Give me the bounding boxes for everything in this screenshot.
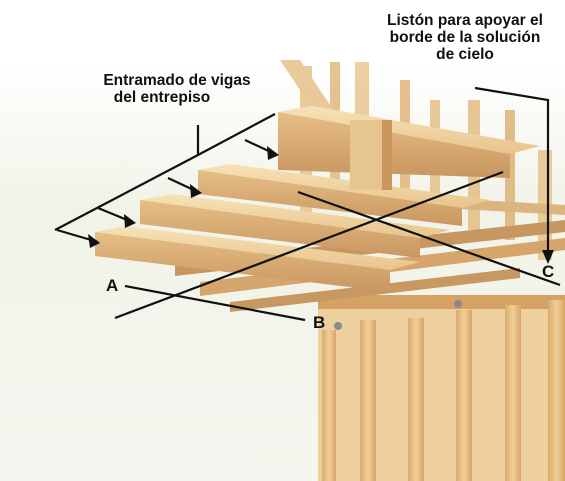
strip-label-line-1: Listón para apoyar el [387, 12, 543, 29]
strip-label-line-2: borde de la solución [389, 29, 541, 46]
arrowheads [88, 146, 554, 264]
lower-wall-framing [318, 295, 565, 481]
diagonal-long-line [114, 170, 504, 320]
joists-label: Entramado de vigas del entrepiso [62, 72, 292, 106]
arrow-joist-4 [267, 146, 279, 160]
strip-leader-line [474, 86, 550, 258]
arrow-joist-1 [88, 234, 100, 248]
joists-label-line-1: Entramado de vigas [103, 72, 251, 89]
floor-joists [95, 106, 540, 292]
arrow-strip [542, 250, 554, 264]
strip-line-c [297, 190, 561, 287]
strip-label-line-3: de cielo [436, 46, 494, 63]
arrow-joist-3 [190, 184, 202, 198]
arrow-joist-2 [124, 214, 136, 228]
marker-a: A [106, 276, 119, 295]
strip-label: Listón para apoyar el borde de la soluci… [370, 12, 560, 63]
section-line-a-b [124, 284, 306, 322]
marker-c: C [542, 262, 555, 281]
marker-b: B [313, 313, 326, 332]
joists-label-line-2: del entrepiso [113, 89, 211, 106]
joists-bracket [54, 113, 276, 231]
